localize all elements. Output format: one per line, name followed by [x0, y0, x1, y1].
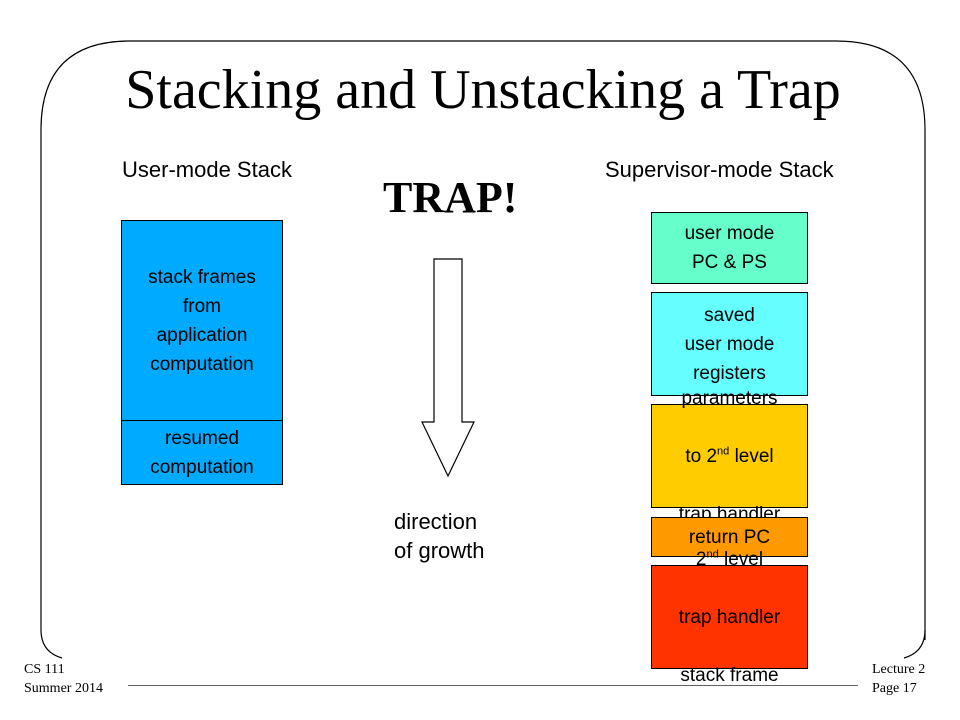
footer-term: Summer 2014	[24, 681, 103, 696]
user-stack-frames-box: stack frames from application computatio…	[121, 220, 283, 421]
growth-label-line2: of growth	[394, 538, 485, 563]
user-stack-frames-text: stack frames from application computatio…	[148, 266, 256, 375]
return-pc-box: return PC	[651, 517, 808, 557]
parameters-line2: to 2nd level	[679, 442, 780, 471]
trap-label: TRAP!	[383, 173, 518, 222]
slide-border	[40, 40, 926, 686]
footer-course: CS 111	[24, 662, 65, 677]
handler-stack-frame-text: 2nd level trap handler stack frame	[679, 516, 780, 719]
footer-right: Lecture 2 Page 17	[872, 660, 925, 698]
user-mode-pc-ps-text: user mode PC & PS	[684, 223, 775, 273]
resumed-computation-box: resumed computation	[121, 420, 283, 485]
growth-label-line1: direction	[394, 509, 478, 534]
slide-title: Stacking and Unstacking a Trap	[125, 59, 841, 121]
supervisor-stack-heading: Supervisor-mode Stack	[605, 157, 834, 182]
growth-arrow-icon	[421, 258, 475, 478]
parameters-box: parameters to 2nd level trap handler	[651, 388, 808, 525]
user-stack-heading: User-mode Stack	[122, 157, 292, 182]
handler-line1-pre: 2	[695, 548, 707, 570]
growth-label: direction of growth	[394, 507, 485, 565]
slide-frame	[40, 40, 926, 686]
parameters-line2-post: level	[729, 445, 774, 467]
resumed-computation-text: resumed computation	[150, 427, 254, 478]
saved-registers-box: saved user mode registers	[651, 292, 808, 396]
parameters-line2-pre: to 2	[685, 445, 718, 467]
footer-page: Page 17	[872, 681, 917, 696]
user-mode-pc-ps-box: user mode PC & PS	[651, 212, 808, 284]
return-pc-text: return PC	[688, 526, 771, 548]
footer-left: CS 111 Summer 2014	[24, 660, 103, 698]
handler-line1: 2nd level	[679, 545, 780, 574]
handler-line1-sup: nd	[706, 548, 719, 561]
handler-line3: stack frame	[680, 664, 779, 686]
footer-lecture: Lecture 2	[872, 662, 926, 677]
handler-line2: trap handler	[678, 606, 781, 628]
parameters-line1: parameters	[681, 387, 778, 409]
handler-stack-frame-box: 2nd level trap handler stack frame	[651, 549, 808, 686]
handler-line1-post: level	[718, 548, 764, 570]
saved-registers-text: saved user mode registers	[684, 304, 775, 384]
parameters-line2-sup: nd	[717, 445, 730, 458]
